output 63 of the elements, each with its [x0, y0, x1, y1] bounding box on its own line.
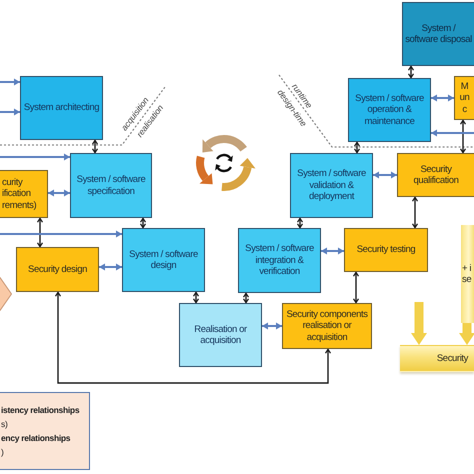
arrow [0, 154, 70, 160]
box-label: System / software validation & deployment [296, 168, 367, 203]
arrow [0, 78, 20, 86]
double-arrow [54, 292, 332, 384]
block-arrow [411, 302, 427, 345]
box-label: Realisation or acquisition [193, 324, 248, 346]
double-arrow [296, 218, 304, 228]
process-box [179, 303, 262, 367]
legend-text: ency relationships [1, 433, 70, 444]
process-box [402, 2, 474, 66]
double-arrow [140, 218, 146, 228]
double-arrow [408, 66, 414, 78]
arrow [431, 130, 474, 136]
process-box [16, 247, 99, 292]
double-arrow [192, 292, 200, 304]
box-label: M un c [460, 80, 470, 116]
process-box [238, 228, 321, 293]
legend-panel [0, 392, 90, 470]
process-box [122, 228, 205, 292]
box-label: Security design [28, 264, 87, 276]
block-arrow [459, 323, 474, 345]
double-arrow [431, 94, 454, 102]
double-arrow [460, 120, 466, 154]
legend-text: s) [1, 418, 8, 429]
process-box [70, 153, 152, 218]
double-arrow [373, 172, 397, 178]
double-arrow [99, 264, 122, 270]
process-box [0, 170, 48, 218]
box-label: System / software design [128, 248, 199, 272]
double-arrow [354, 142, 360, 154]
process-box [397, 153, 474, 197]
box-label: + i se [462, 262, 472, 286]
box-label: System architecting [24, 102, 100, 114]
arrow [0, 230, 122, 238]
diamond-shape [0, 277, 12, 311]
process-box [348, 78, 431, 142]
process-box [20, 76, 103, 140]
box-label: System / software integration & verification [244, 243, 315, 278]
double-arrow [321, 248, 344, 254]
double-arrow [352, 272, 360, 304]
box-label: System / software specification [76, 174, 146, 197]
double-arrow [412, 196, 418, 228]
box-label: System / software disposal [405, 22, 472, 46]
double-arrow [36, 218, 44, 248]
arrow-bar [461, 225, 474, 323]
double-arrow [242, 292, 250, 304]
legend-text: ) [1, 447, 4, 458]
double-arrow [262, 322, 282, 330]
process-box [290, 153, 373, 218]
box-label: curity ification rements) [2, 176, 38, 212]
box-label: Security testing [356, 244, 416, 256]
process-box [344, 228, 428, 272]
process-box [282, 303, 372, 349]
box-label: Security qualification [412, 164, 460, 186]
double-arrow [48, 190, 70, 196]
box-label: Security [436, 352, 468, 364]
legend-text: istency relationships [1, 404, 80, 415]
double-arrow [92, 140, 98, 154]
box-label: System / software operation & maintenance [354, 92, 425, 128]
box-label: Security components realisation or acquisition [285, 308, 369, 344]
banner-bar [400, 345, 474, 372]
process-box [454, 76, 474, 120]
arrow [0, 108, 20, 116]
